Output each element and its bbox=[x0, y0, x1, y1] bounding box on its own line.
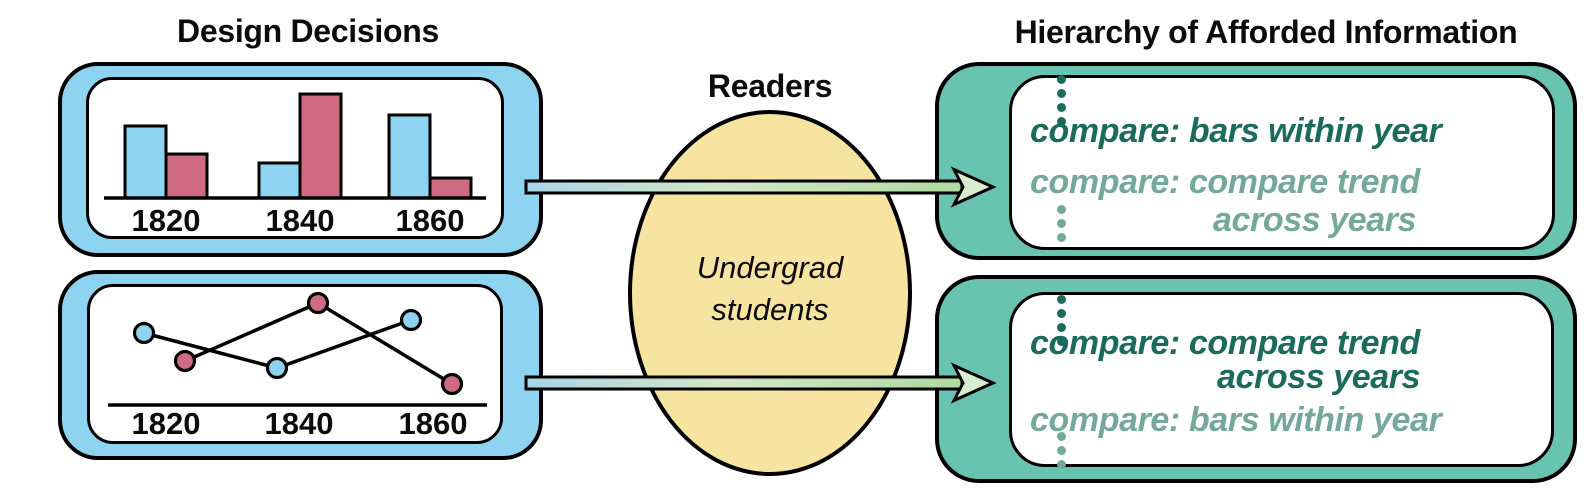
bar-chart-card: 1820 1840 1860 bbox=[86, 77, 504, 239]
svg-text:1820: 1820 bbox=[132, 203, 201, 236]
line-chart: 1820 1840 1860 bbox=[108, 291, 487, 441]
affordance-secondary-line-wrap: across years bbox=[1213, 201, 1417, 239]
affordance-secondary-line: compare: bars within year bbox=[1030, 401, 1442, 439]
affordance-card-top: compare: bars within year compare: compa… bbox=[1009, 75, 1555, 250]
affordance-box-top: compare: bars within year compare: compa… bbox=[935, 62, 1577, 260]
readers-ellipse bbox=[628, 110, 912, 476]
readers-title: Readers bbox=[707, 68, 833, 104]
hierarchy-title: Hierarchy of Afforded Information bbox=[1014, 14, 1518, 50]
readers-group-line1: Undergrad bbox=[696, 250, 844, 285]
svg-text:1840: 1840 bbox=[266, 203, 335, 236]
vertical-ellipsis-icon bbox=[1057, 205, 1066, 242]
vertical-ellipsis-icon bbox=[1057, 75, 1066, 126]
affordance-card-bottom: compare: compare trend across years comp… bbox=[1009, 292, 1554, 469]
vertical-ellipsis-icon bbox=[1057, 432, 1066, 469]
svg-text:1820: 1820 bbox=[132, 406, 201, 441]
grouped-bar-chart: 1820 1840 1860 bbox=[104, 92, 486, 236]
affordance-secondary-line: compare: compare trend bbox=[1030, 163, 1420, 201]
bar-chart-panel: 1820 1840 1860 bbox=[58, 62, 543, 257]
affordance-primary-line: compare: bars within year bbox=[1030, 112, 1442, 150]
readers-group-line2: students bbox=[711, 292, 829, 327]
line-chart-card: 1820 1840 1860 bbox=[87, 284, 503, 444]
affordance-primary-line: compare: compare trend bbox=[1030, 324, 1420, 362]
svg-text:1860: 1860 bbox=[396, 203, 465, 236]
svg-text:1860: 1860 bbox=[399, 406, 468, 441]
vertical-ellipsis-icon bbox=[1057, 295, 1066, 346]
design-decisions-title: Design Decisions bbox=[177, 13, 439, 49]
readers-group-label: Undergrad students bbox=[628, 247, 912, 331]
svg-text:1840: 1840 bbox=[265, 406, 334, 441]
line-chart-panel: 1820 1840 1860 bbox=[58, 270, 543, 460]
affordance-box-bottom: compare: compare trend across years comp… bbox=[935, 275, 1577, 483]
affordance-primary-line-wrap: across years bbox=[1217, 358, 1421, 396]
